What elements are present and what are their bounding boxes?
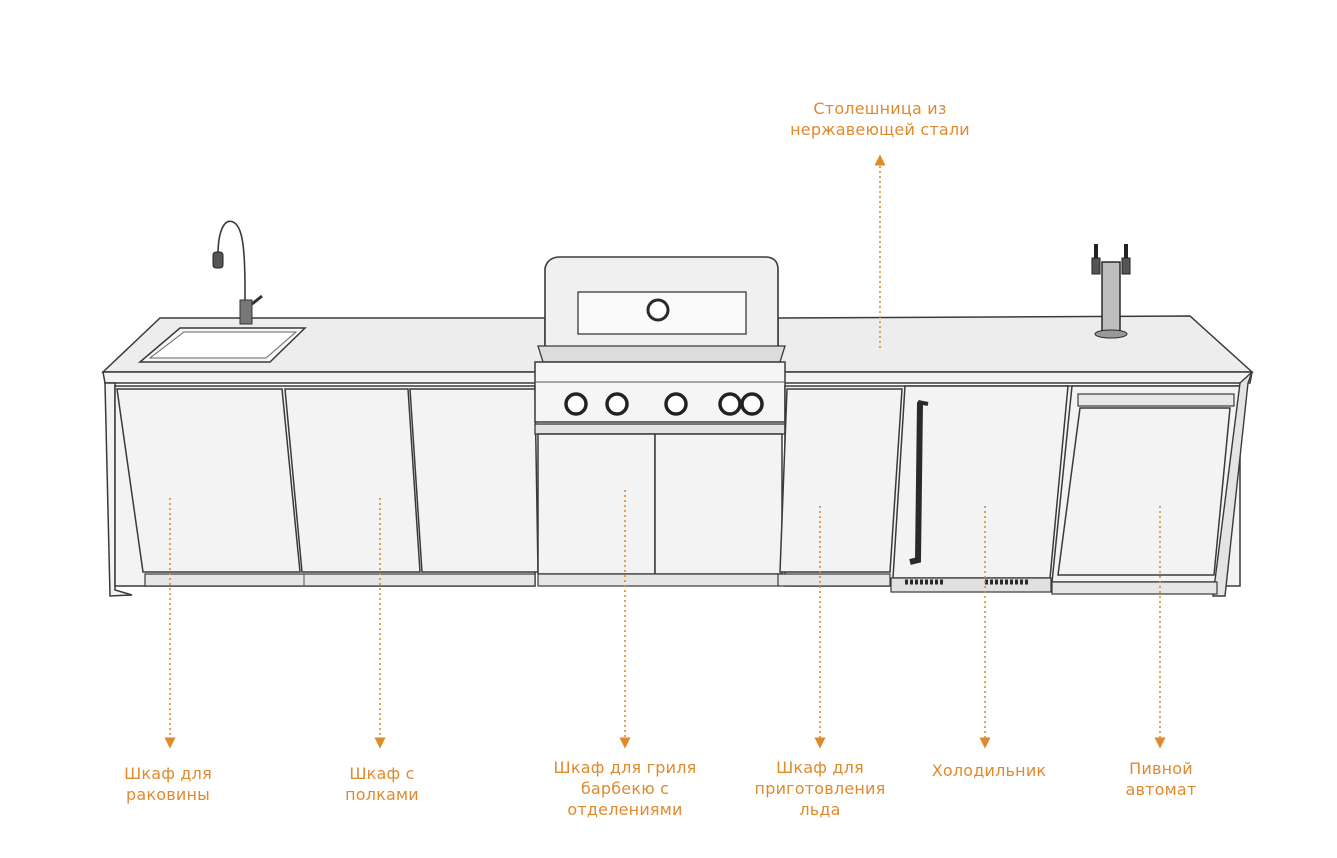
label-grill-cabinet-line-1: Шкаф для гриля <box>553 758 697 777</box>
label-fridge: Холодильник <box>932 760 1047 781</box>
label-sink-cabinet-line-2: раковины <box>126 785 210 804</box>
beer-tap-tower <box>1091 244 1131 339</box>
label-fridge-line-1: Холодильник <box>931 761 1047 780</box>
leader-lines <box>164 154 1166 749</box>
grill-unit <box>534 256 786 587</box>
label-beer-tap: Пивной автомат <box>1126 758 1197 800</box>
label-grill-cabinet: Шкаф для гриля барбекю с отделениями <box>554 757 697 820</box>
label-ice-cabinet-line-2: приготовления <box>754 779 886 798</box>
label-beer-tap-line-2: автомат <box>1125 780 1197 799</box>
label-countertop: Столешница из нержавеющей стали <box>790 98 970 140</box>
label-ice-cabinet-line-3: льда <box>799 800 841 819</box>
label-sink-cabinet-line-1: Шкаф для <box>124 764 212 783</box>
label-sink-cabinet: Шкаф для раковины <box>124 763 212 805</box>
label-shelf-cabinet: Шкаф с полками <box>345 763 419 805</box>
label-countertop-line-1: Столешница из <box>813 99 947 118</box>
label-shelf-cabinet-line-1: Шкаф с <box>349 764 415 783</box>
label-grill-cabinet-line-2: барбекю с <box>580 779 670 798</box>
label-grill-cabinet-line-3: отделениями <box>567 800 683 819</box>
label-shelf-cabinet-line-2: полками <box>345 785 419 804</box>
label-ice-cabinet: Шкаф для приготовления льда <box>755 757 886 820</box>
right-cabinet-run <box>777 371 1253 597</box>
label-countertop-line-2: нержавеющей стали <box>790 120 970 139</box>
faucet <box>212 220 263 325</box>
label-ice-cabinet-line-1: Шкаф для <box>776 758 864 777</box>
left-cabinet-run <box>104 382 539 597</box>
label-beer-tap-line-1: Пивной <box>1129 759 1193 778</box>
sink-basin <box>137 327 307 363</box>
